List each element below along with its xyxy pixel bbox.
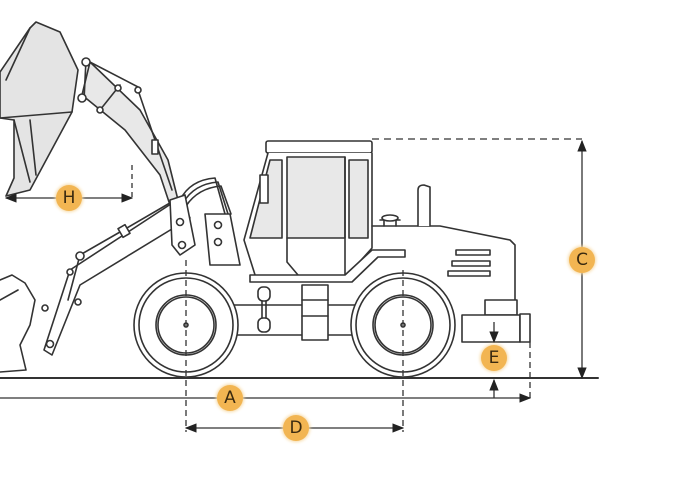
dimension-e-label: E [488, 348, 500, 368]
counterweight [461, 299, 531, 343]
dimension-d-badge: D [283, 415, 309, 441]
dimension-c-badge: C [569, 247, 595, 273]
engine-hood [371, 184, 516, 301]
dimension-a-badge: A [217, 385, 243, 411]
dimension-a-label: A [224, 388, 236, 408]
dimension-h-label: H [62, 188, 76, 208]
dimension-d-label: D [289, 418, 303, 438]
upper-boom [77, 57, 179, 206]
dimension-c-label: C [576, 250, 588, 270]
lowered-bucket [0, 274, 36, 373]
dimension-e-badge: E [481, 345, 507, 371]
hydraulic-hoses [169, 177, 241, 266]
dimension-h-badge: H [56, 185, 82, 211]
raised-bucket [0, 21, 79, 197]
lower-boom [41, 197, 191, 356]
cab [243, 140, 373, 279]
platform [249, 249, 406, 283]
frame [231, 284, 361, 341]
